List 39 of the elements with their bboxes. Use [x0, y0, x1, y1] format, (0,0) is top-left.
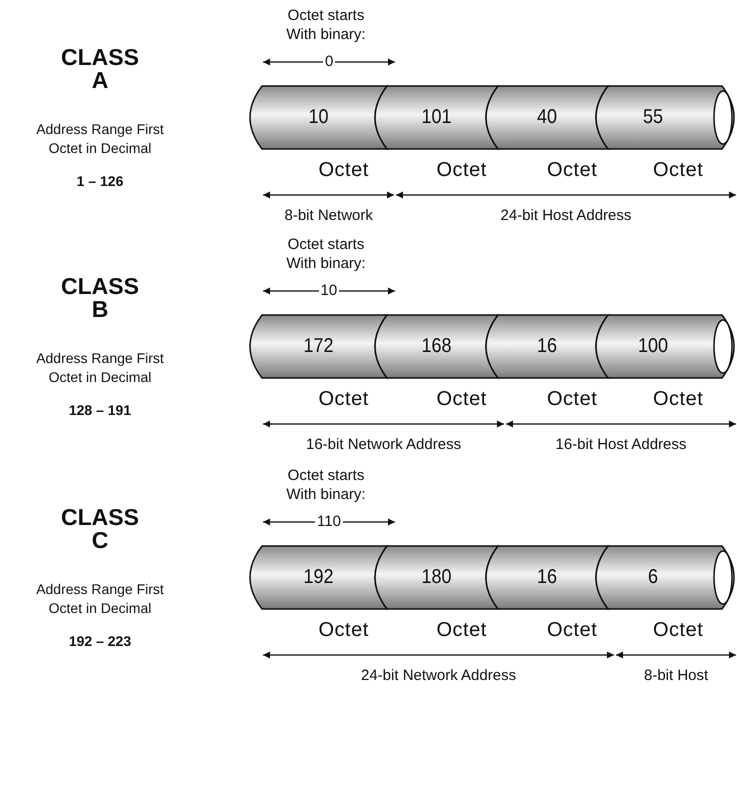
host-portion-label: 8-bit Host: [644, 666, 708, 685]
binary-caption: Octet starts With binary:: [285, 466, 367, 504]
octet-value: 192: [302, 566, 335, 588]
range-caption: Address Range First Octet in Decimal: [35, 349, 165, 387]
host-portion-label: 24-bit Host Address: [500, 206, 632, 225]
octet-caption: Octet: [318, 619, 369, 642]
binary-caption: Octet starts With binary:: [285, 6, 367, 44]
octet-value: 10: [307, 106, 330, 128]
class-heading: CLASS A: [60, 46, 140, 92]
octet-caption: Octet: [547, 388, 598, 411]
octet-caption: Octet: [653, 619, 704, 642]
network-portion-label: 24-bit Network Address: [361, 666, 516, 685]
binary-caption: Octet starts With binary:: [285, 235, 367, 273]
octet-caption: Octet: [318, 388, 369, 411]
network-portion-label: 16-bit Network Address: [306, 435, 462, 454]
range-caption: Address Range First Octet in Decimal: [35, 580, 165, 618]
octet-caption: Octet: [436, 388, 487, 411]
octet-value: 180: [420, 566, 453, 588]
class-heading: CLASS B: [60, 275, 140, 321]
octet-caption: Octet: [547, 159, 598, 182]
range-caption: Address Range First Octet in Decimal: [35, 120, 165, 158]
octet-caption: Octet: [653, 388, 704, 411]
range-value: 1 – 126: [76, 172, 124, 191]
host-portion-label: 16-bit Host Address: [556, 435, 686, 454]
octet-value: 168: [420, 334, 453, 358]
octet-caption: Octet: [547, 619, 598, 642]
octet-value: 55: [642, 106, 664, 128]
octet-value: 101: [420, 106, 453, 128]
octet-caption: Octet: [436, 619, 487, 642]
octet-value: 6: [647, 566, 659, 588]
class-heading: CLASS C: [60, 506, 140, 552]
octet-caption: Octet: [318, 159, 369, 182]
octet-caption: Octet: [653, 159, 704, 182]
range-value: 192 – 223: [68, 632, 132, 651]
octet-caption: Octet: [436, 159, 487, 182]
range-value: 128 – 191: [68, 401, 132, 420]
network-portion-label: 8-bit Network: [284, 206, 373, 225]
octet-value: 100: [636, 334, 670, 358]
octet-value: 172: [302, 334, 335, 358]
